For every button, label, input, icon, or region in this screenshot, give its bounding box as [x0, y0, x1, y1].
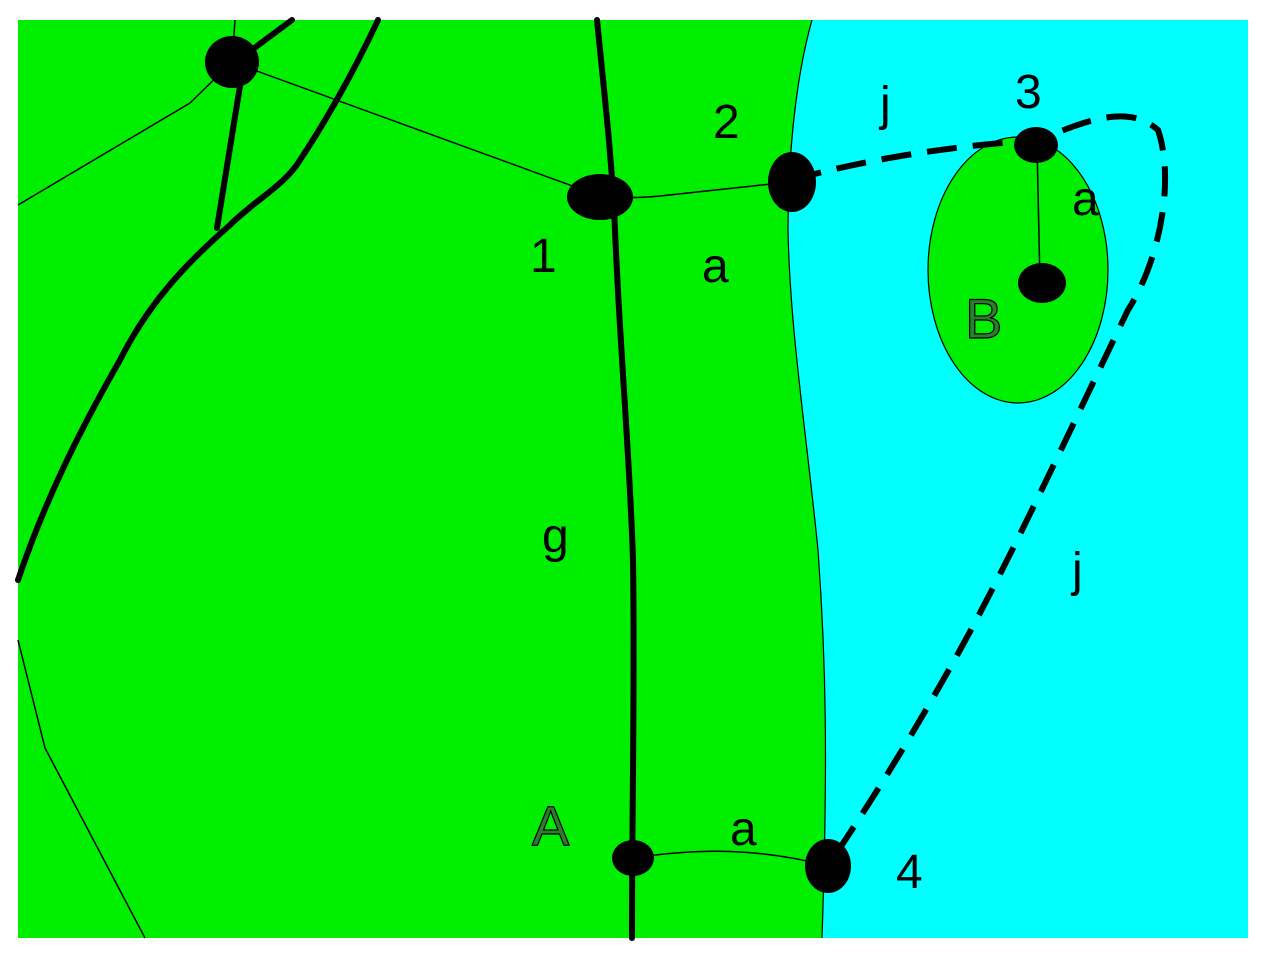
label-edge-g: g: [542, 510, 569, 563]
label-point-B: B: [965, 287, 1002, 350]
label-edge-a-bottom: a: [730, 803, 757, 856]
node-junction: [205, 36, 259, 88]
node-B: [1018, 263, 1066, 303]
label-node-2: 2: [713, 96, 740, 149]
nodes: [205, 36, 1066, 893]
road-g: [594, 17, 637, 941]
node-2: [768, 152, 816, 212]
label-node-4: 4: [896, 846, 923, 899]
node-3: [1014, 127, 1058, 163]
edge-island: [1036, 144, 1041, 284]
node-1: [567, 174, 633, 220]
label-edge-a-middle: a: [702, 240, 729, 293]
label-node-3: 3: [1015, 66, 1042, 119]
road-west-main: [15, 17, 381, 583]
node-A: [612, 840, 654, 876]
edge-A-to-node-4: [632, 850, 829, 867]
label-edge-j-top: j: [878, 78, 891, 131]
coastline: [787, 19, 827, 939]
edge-junction-to-node-1: [231, 61, 601, 197]
edge-southwest: [17, 639, 146, 939]
label-edge-j-right: j: [1070, 544, 1083, 597]
label-node-1: 1: [530, 230, 557, 283]
land-region: [18, 20, 826, 938]
label-edge-a-island: a: [1072, 173, 1099, 226]
label-point-A: A: [532, 794, 570, 857]
route-j: [791, 113, 1169, 868]
node-4: [805, 839, 851, 893]
